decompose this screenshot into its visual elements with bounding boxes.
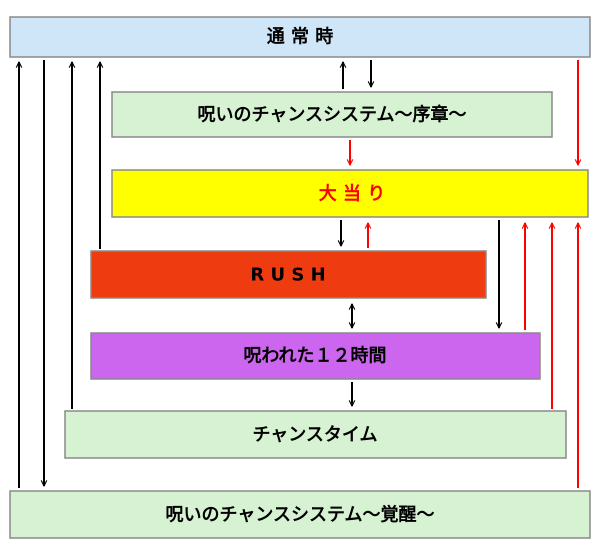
box-rush: R U S H bbox=[90, 250, 487, 299]
box-normal-label: 通 常 時 bbox=[267, 26, 334, 48]
box-cursed-12-hours: 呪われた１２時間 bbox=[90, 332, 541, 380]
box-chance-time-label: チャンスタイム bbox=[252, 425, 377, 446]
box-chance-time: チャンスタイム bbox=[64, 410, 567, 459]
box-curse-chance-prologue: 呪いのチャンスシステム～序章～ bbox=[111, 91, 553, 138]
red-arrows bbox=[350, 60, 578, 488]
box-cursed-12-hours-label: 呪われた１２時間 bbox=[243, 346, 386, 367]
box-curse-chance-awakening: 呪いのチャンスシステム～覚醒～ bbox=[9, 490, 591, 539]
box-jackpot: 大 当 り bbox=[111, 169, 589, 218]
box-curse-chance-prologue-label: 呪いのチャンスシステム～序章～ bbox=[198, 104, 467, 126]
box-normal: 通 常 時 bbox=[9, 16, 591, 58]
box-jackpot-label: 大 当 り bbox=[319, 183, 386, 205]
box-curse-chance-awakening-label: 呪いのチャンスシステム～覚醒～ bbox=[166, 504, 435, 526]
box-rush-label: R U S H bbox=[250, 265, 325, 286]
black-arrows bbox=[19, 60, 499, 488]
